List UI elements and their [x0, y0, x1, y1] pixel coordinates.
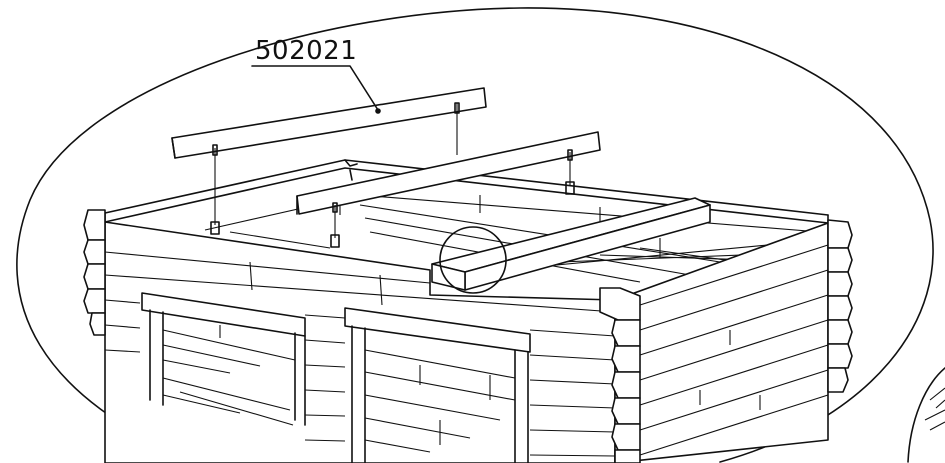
diagonal-beam [431, 197, 711, 291]
top-beam-502021 [171, 87, 487, 159]
middle-beam [296, 131, 601, 215]
right-door [344, 307, 531, 463]
detail-ellipse [16, 7, 934, 463]
right-wall [614, 222, 829, 463]
back-right-corner-log-ends [827, 219, 853, 393]
next-detail-circle [907, 367, 945, 463]
detail-circle [439, 226, 507, 294]
part-number-label: 502021 [255, 36, 358, 66]
hanger-brackets [210, 102, 575, 248]
front-right-corner-log-ends [599, 287, 641, 463]
left-door [141, 292, 306, 426]
callout-leader [251, 65, 381, 114]
left-corner-log-ends [83, 209, 106, 336]
